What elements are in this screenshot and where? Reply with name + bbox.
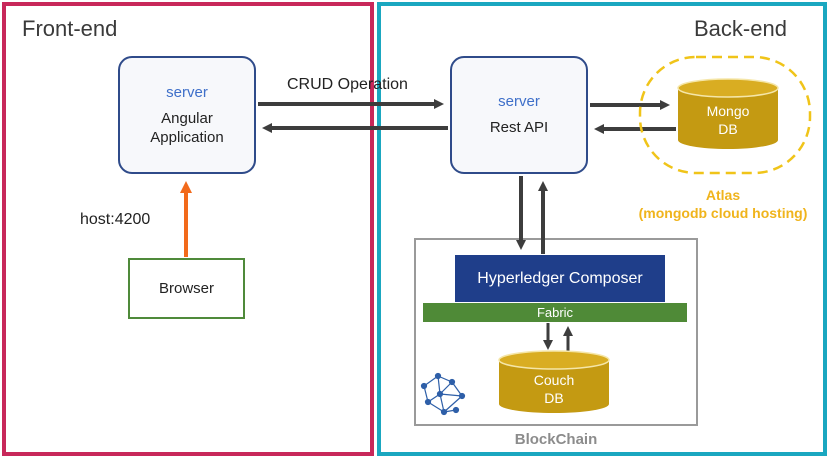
hyperledger-composer-bar: Hyperledger Composer <box>455 255 665 302</box>
rest-api-server-tag: server <box>498 93 540 110</box>
couch-db-cylinder <box>498 350 610 413</box>
crud-label: CRUD Operation <box>287 76 408 93</box>
frontend-region <box>2 2 374 456</box>
rest-api-label: Rest API <box>489 119 549 136</box>
couch-db-label: Couch DB <box>499 369 609 409</box>
rest-api-server-box: server Rest API <box>450 56 588 174</box>
atlas-caption-line2: (mongodb cloud hosting) <box>638 205 808 221</box>
fabric-bar: Fabric <box>423 303 687 322</box>
mongo-db-cylinder <box>677 78 779 149</box>
browser-label: Browser <box>158 280 214 297</box>
blockchain-title: BlockChain <box>514 431 598 448</box>
angular-server-box: server Angular Application <box>118 56 256 174</box>
backend-title: Back-end <box>694 16 787 41</box>
mongo-db-label: Mongo DB <box>678 98 778 142</box>
mongo-db-label-line1: Mongo <box>706 103 750 119</box>
frontend-title: Front-end <box>22 16 118 41</box>
mongo-db-label-line2: DB <box>718 121 738 137</box>
composer-label: Hyperledger Composer <box>477 269 643 287</box>
couch-db-label-line2: DB <box>544 390 564 406</box>
host-label: host:4200 <box>80 211 151 228</box>
backend-region <box>377 2 827 456</box>
angular-app-label-line2: Application <box>150 128 224 146</box>
network-icon <box>420 372 466 416</box>
atlas-caption-line1: Atlas <box>705 187 741 203</box>
couch-db-label-line1: Couch <box>533 372 575 388</box>
angular-app-label-line1: Angular <box>161 109 213 127</box>
browser-box: Browser <box>128 258 245 319</box>
angular-server-tag: server <box>166 83 208 101</box>
atlas-dashed-outline <box>638 55 812 175</box>
fabric-label: Fabric <box>536 305 574 320</box>
atlas-caption: Atlas (mongodb cloud hosting) <box>620 186 826 222</box>
